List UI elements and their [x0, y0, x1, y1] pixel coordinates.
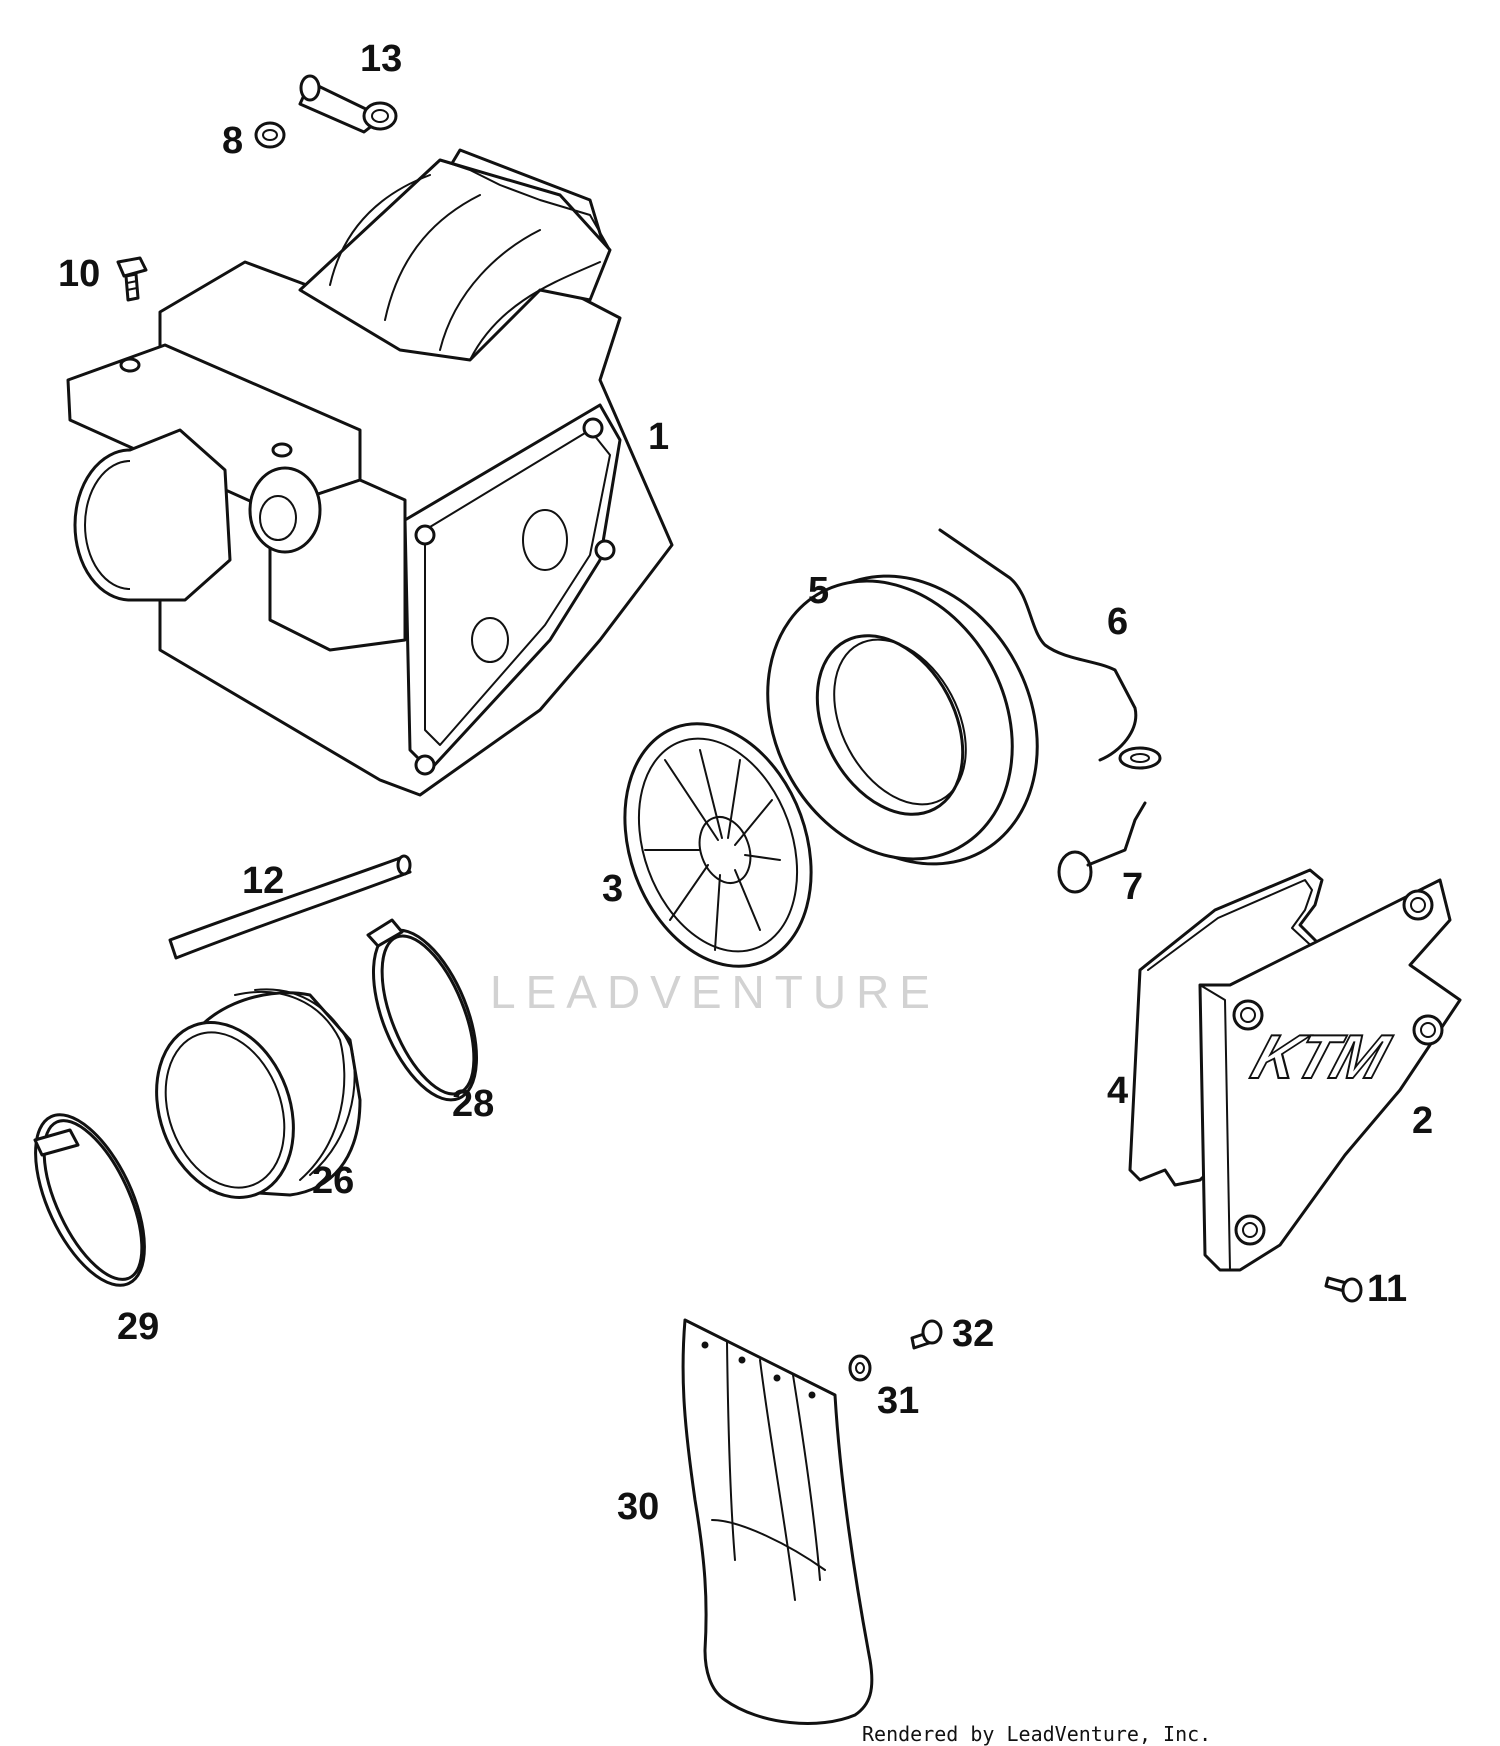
- part-30-mud-flap: [681, 1318, 874, 1725]
- callout-5: 5: [808, 570, 830, 612]
- callout-11: 11: [1367, 1268, 1408, 1310]
- part-32-screw: [910, 1319, 943, 1350]
- callout-8: 8: [222, 120, 244, 162]
- callout-6: 6: [1107, 601, 1129, 643]
- callout-31: 31: [877, 1380, 920, 1422]
- part-10-screw: [116, 256, 148, 302]
- part-3-filter-cage: [623, 722, 813, 968]
- part-1-airbox: [66, 148, 674, 797]
- callout-32: 32: [952, 1313, 995, 1355]
- part-6-wire-clip: [938, 528, 1162, 770]
- part-13-tube: [298, 74, 398, 134]
- part-2-cover: [1198, 878, 1462, 1272]
- part-12-hose: [168, 854, 412, 960]
- callout-7: 7: [1122, 866, 1144, 908]
- cover-logo: KTM: [1243, 1022, 1396, 1093]
- callout-13: 13: [360, 38, 403, 80]
- part-5-filter-element: [766, 574, 1039, 866]
- callout-4: 4: [1107, 1070, 1129, 1112]
- callout-30: 30: [617, 1486, 660, 1528]
- callout-26: 26: [312, 1160, 355, 1202]
- part-26-rubber-sleeve: [155, 988, 362, 1199]
- callout-2: 2: [1412, 1100, 1434, 1142]
- callout-12: 12: [242, 860, 285, 902]
- callout-28: 28: [452, 1083, 495, 1125]
- callout-3: 3: [602, 868, 624, 910]
- part-11-screw: [1324, 1276, 1363, 1303]
- part-31-washer: [848, 1354, 872, 1382]
- callout-29: 29: [117, 1306, 160, 1348]
- part-28-clamp: [366, 918, 479, 1102]
- part-7-pin: [1057, 801, 1147, 894]
- render-credit: Rendered by LeadVenture, Inc.: [862, 1722, 1212, 1746]
- callout-1: 1: [648, 416, 670, 458]
- part-8-grommet: [254, 121, 286, 149]
- part-29-clamp: [33, 1113, 146, 1287]
- callout-10: 10: [58, 253, 101, 295]
- watermark: LEADVENTURE: [490, 966, 940, 1018]
